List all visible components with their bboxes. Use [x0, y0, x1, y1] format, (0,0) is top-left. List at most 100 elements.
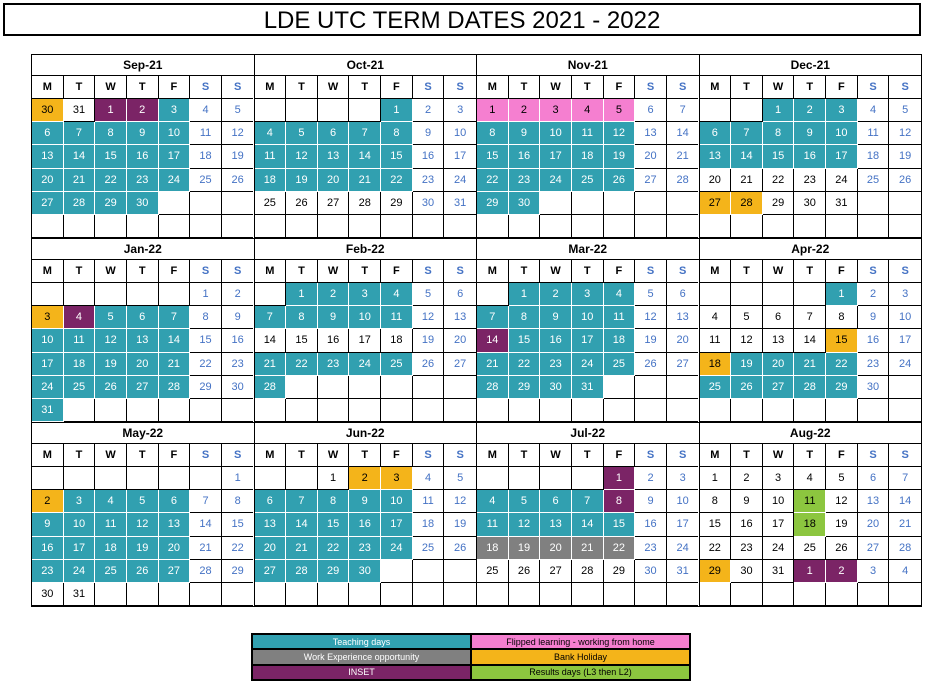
day-cell: 11 — [603, 306, 636, 330]
day-cell: 12 — [508, 513, 541, 537]
empty-cell — [254, 398, 287, 422]
day-cell: 7 — [286, 490, 318, 514]
day-cell: 13 — [540, 513, 572, 537]
day-cell: 12 — [889, 122, 921, 146]
empty-cell — [286, 99, 318, 123]
empty-cell — [794, 283, 827, 307]
empty-cell — [731, 283, 763, 307]
day-cell: 8 — [95, 122, 127, 146]
day-cell: 5 — [603, 99, 636, 123]
month-name: Feb-22 — [254, 239, 476, 260]
day-cell: 18 — [190, 145, 222, 169]
day-cell: 10 — [826, 122, 858, 146]
day-cell: 28 — [158, 375, 191, 399]
day-cell: 8 — [762, 122, 795, 146]
day-header: F — [826, 444, 858, 468]
empty-cell — [32, 467, 64, 491]
day-cell: 9 — [32, 513, 64, 537]
day-header: W — [540, 444, 572, 468]
day-header: T — [63, 260, 96, 284]
day-header: M — [699, 260, 732, 284]
day-header: S — [635, 76, 667, 100]
day-header: T — [63, 76, 96, 100]
day-cell: 7 — [731, 122, 763, 146]
day-header: S — [889, 444, 921, 468]
day-cell: 23 — [349, 536, 382, 560]
empty-cell — [826, 582, 858, 606]
day-cell: 8 — [190, 306, 222, 330]
day-header: T — [731, 260, 763, 284]
day-header: W — [95, 444, 127, 468]
day-cell: 24 — [762, 536, 795, 560]
day-cell: 20 — [699, 168, 732, 192]
day-cell: 21 — [794, 352, 827, 376]
day-cell: 11 — [63, 329, 96, 353]
day-cell: 17 — [349, 329, 382, 353]
day-cell: 29 — [508, 375, 541, 399]
day-header: M — [32, 444, 64, 468]
day-cell: 15 — [603, 513, 636, 537]
day-cell: 16 — [412, 145, 445, 169]
day-cell: 10 — [540, 122, 572, 146]
month-name: Jun-22 — [254, 423, 476, 444]
day-cell: 30 — [32, 582, 64, 606]
day-cell: 23 — [221, 353, 254, 376]
day-cell: 18 — [381, 329, 413, 353]
empty-cell — [635, 582, 667, 606]
empty-cell — [158, 191, 191, 215]
empty-cell — [63, 283, 96, 307]
empty-cell — [731, 214, 763, 238]
day-header: T — [508, 76, 541, 100]
empty-cell — [699, 582, 732, 606]
day-header: T — [731, 444, 763, 468]
month-name: Sep-21 — [32, 55, 254, 76]
day-cell: 31 — [666, 560, 699, 583]
day-cell: 4 — [190, 99, 222, 123]
day-header: T — [286, 444, 318, 468]
day-cell: 18 — [857, 145, 890, 169]
empty-cell — [635, 375, 667, 399]
day-cell: 17 — [63, 536, 96, 560]
day-header: S — [635, 444, 667, 468]
day-cell: 24 — [349, 352, 382, 376]
day-cell: 21 — [190, 536, 222, 560]
empty-cell — [603, 398, 636, 422]
day-cell: 3 — [571, 283, 604, 307]
day-cell: 13 — [444, 306, 476, 330]
empty-cell — [444, 376, 476, 399]
page-title: LDE UTC TERM DATES 2021 - 2022 — [3, 3, 921, 36]
day-cell: 20 — [635, 145, 667, 169]
day-cell: 10 — [158, 122, 191, 146]
day-cell: 2 — [221, 283, 254, 307]
empty-cell — [889, 192, 921, 215]
day-cell: 7 — [477, 306, 509, 330]
day-cell: 11 — [857, 122, 890, 146]
day-cell: 25 — [95, 559, 127, 583]
day-cell: 30 — [794, 191, 827, 215]
day-cell: 1 — [190, 283, 222, 307]
day-cell: 5 — [889, 99, 921, 123]
day-header: S — [190, 76, 222, 100]
day-cell: 25 — [857, 168, 890, 192]
day-header: T — [508, 260, 541, 284]
day-cell: 27 — [857, 536, 890, 560]
empty-cell — [317, 99, 350, 123]
empty-cell — [762, 398, 795, 422]
day-cell: 13 — [126, 329, 159, 353]
day-cell: 9 — [794, 122, 827, 146]
month-name: Nov-21 — [477, 55, 699, 76]
day-cell: 20 — [444, 329, 476, 353]
day-cell: 17 — [444, 145, 476, 169]
day-cell: 3 — [444, 99, 476, 123]
day-header: F — [603, 444, 636, 468]
empty-cell — [190, 214, 222, 238]
day-cell: 10 — [63, 513, 96, 537]
day-header: T — [571, 260, 604, 284]
day-header: W — [762, 76, 795, 100]
day-header: W — [95, 76, 127, 100]
